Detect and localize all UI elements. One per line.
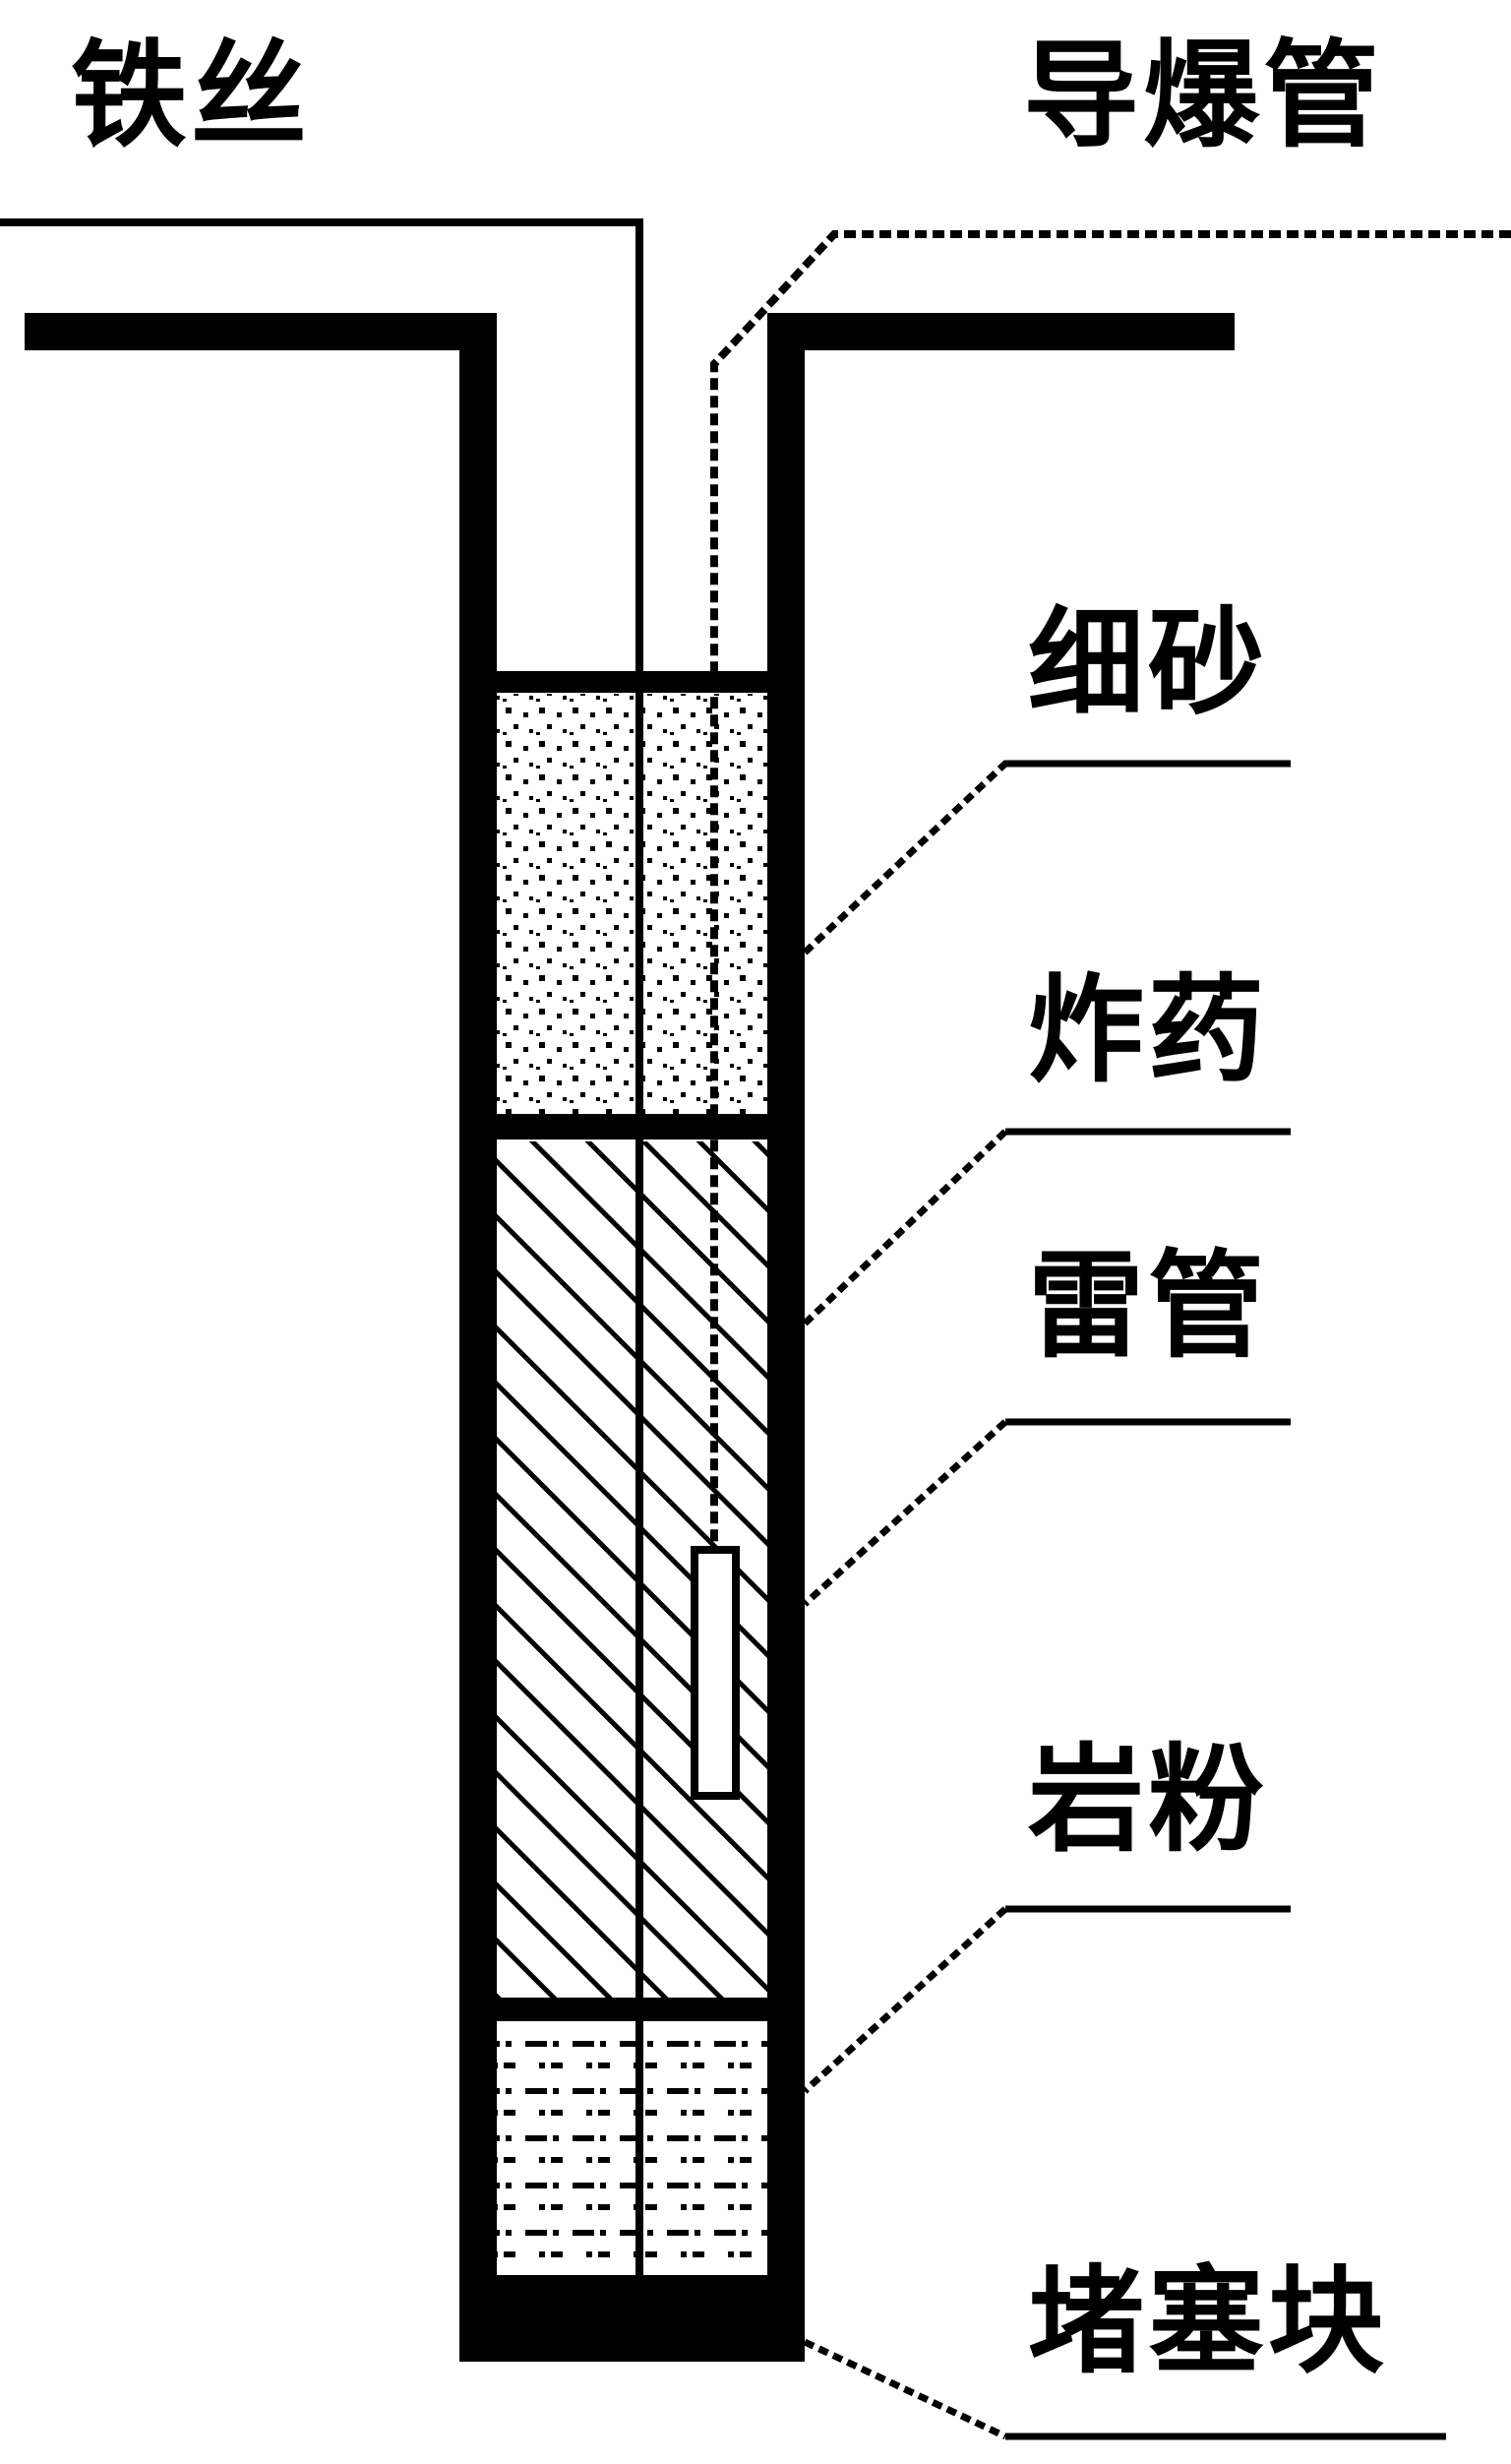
rock-powder-fill (497, 2022, 767, 2275)
leader-explosive (802, 1129, 1008, 1326)
label-rock-powder: 岩粉 (1028, 1732, 1269, 1868)
label-detonating-tube: 导爆管 (1023, 28, 1384, 163)
detonator (691, 1546, 740, 1800)
label-fine-sand: 细砂 (1028, 595, 1269, 731)
ground-left (25, 313, 497, 350)
separator-explosive-powder (497, 1998, 767, 2021)
leader-rock-powder (802, 1906, 1008, 2094)
label-iron-wire: 铁丝 (71, 28, 312, 163)
iron-wire (0, 218, 643, 2275)
leader-detonator (802, 1419, 1008, 1607)
leader-lines (802, 760, 1446, 2440)
separator-top (497, 671, 767, 693)
fine-sand-fill (497, 694, 767, 1114)
label-detonator: 雷管 (1028, 1238, 1269, 1374)
label-plug-block: 堵塞块 (1028, 2253, 1389, 2389)
leader-fine-sand (802, 760, 1291, 955)
borehole-walls (25, 313, 1235, 2362)
detonating-tube (710, 230, 1511, 1550)
leader-plug-block (803, 2338, 1007, 2440)
wall-left (459, 313, 497, 2362)
separator-sand-explosive (497, 1114, 767, 1140)
wall-right (767, 313, 805, 2362)
borehole-bottom (459, 2275, 805, 2362)
ground-right (767, 313, 1235, 350)
label-explosive: 炸药 (1028, 962, 1269, 1098)
